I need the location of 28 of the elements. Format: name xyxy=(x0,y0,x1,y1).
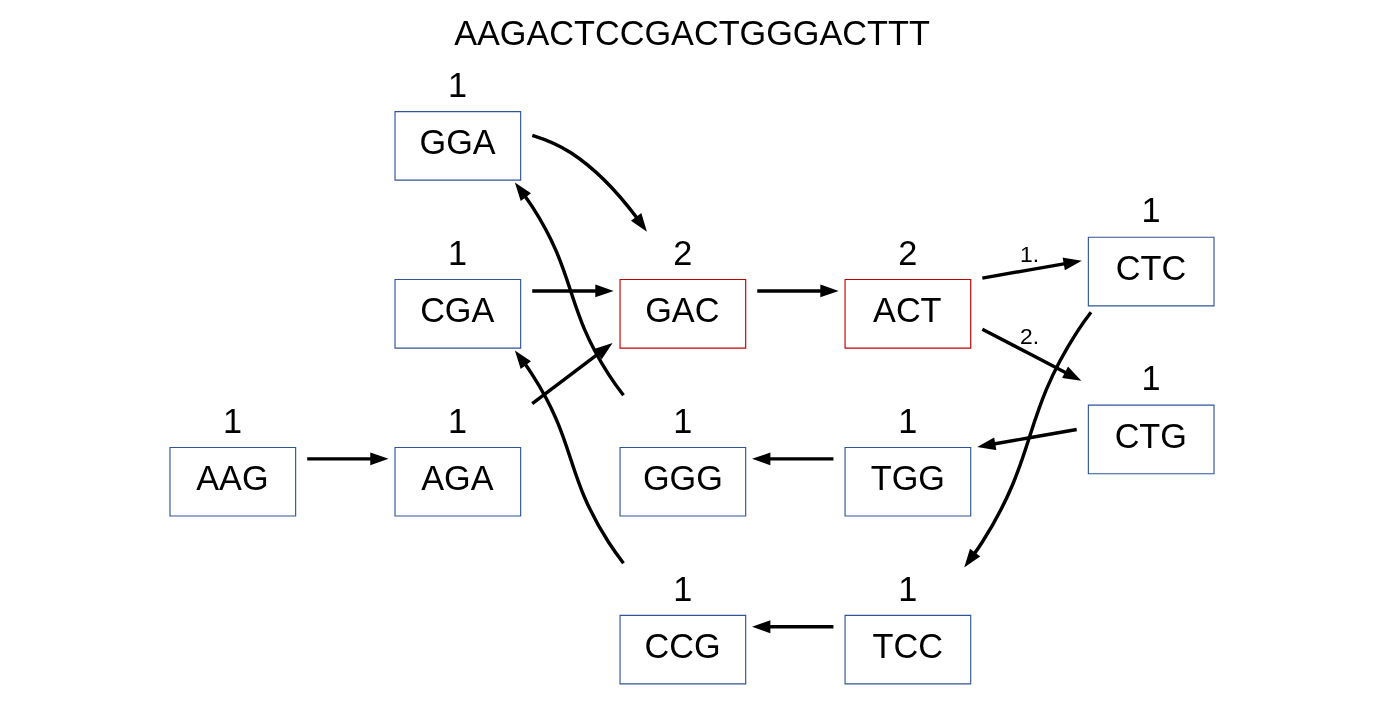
arrow xyxy=(514,182,625,397)
arrow xyxy=(530,343,613,406)
arrow xyxy=(963,311,1092,568)
arrow xyxy=(756,284,839,298)
arrow xyxy=(531,133,647,232)
node-label: 1 xyxy=(672,401,692,440)
node-label: 1 xyxy=(1140,191,1161,230)
edge-label: 2. xyxy=(1019,322,1039,349)
node-label: 1 xyxy=(447,65,467,104)
node-label: 1 xyxy=(897,401,917,440)
arrow xyxy=(306,452,389,466)
node-label: 1 xyxy=(447,401,467,440)
node-label: 2 xyxy=(672,233,692,272)
node-label: 1 xyxy=(897,569,917,608)
arrow xyxy=(981,327,1081,381)
arrow xyxy=(981,257,1082,280)
node-label: 1 xyxy=(672,569,692,608)
arrow xyxy=(514,350,625,565)
node-label: 2 xyxy=(897,233,917,272)
arrow xyxy=(751,620,833,634)
node-label: 1 xyxy=(1140,359,1161,398)
diagram-title: AAGACTCCGACTGGGACTTT xyxy=(453,13,930,52)
edge-label: 1. xyxy=(1019,241,1039,268)
arrow xyxy=(531,284,614,298)
node-label: 1 xyxy=(447,233,467,272)
node-label: 1 xyxy=(222,401,242,440)
arrow xyxy=(751,452,833,466)
arrow xyxy=(976,427,1077,451)
